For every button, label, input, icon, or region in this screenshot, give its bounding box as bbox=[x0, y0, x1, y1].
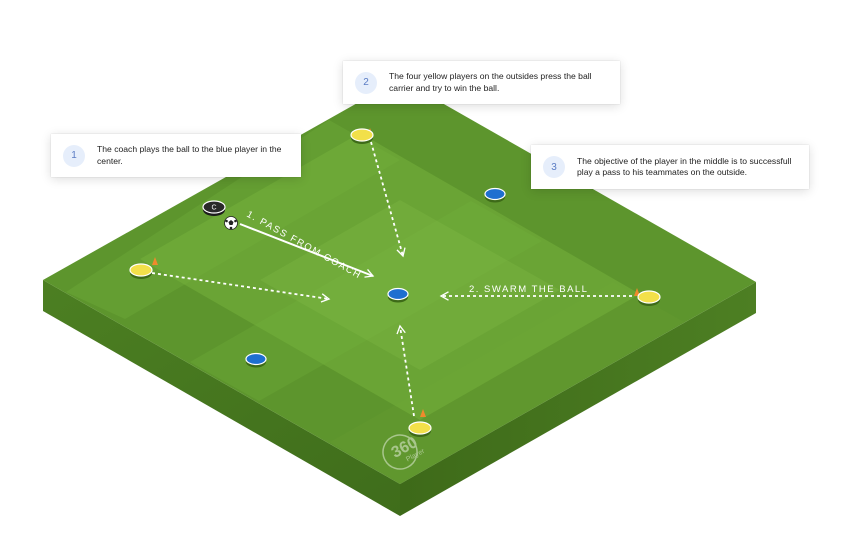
swarm-label: 2. SWARM THE BALL bbox=[469, 284, 588, 295]
yellow-player-top bbox=[350, 128, 374, 144]
press-arrow-top bbox=[370, 141, 406, 258]
blue-player-top-right bbox=[484, 187, 506, 203]
cone bbox=[634, 288, 640, 296]
soccer-ball-icon bbox=[224, 216, 238, 230]
blue-player-center bbox=[387, 287, 409, 303]
coach-marker: C bbox=[202, 200, 226, 216]
inner-grid bbox=[140, 133, 640, 420]
cone bbox=[420, 409, 426, 417]
callout-step-1: 1 The coach plays the ball to the blue p… bbox=[51, 134, 301, 177]
field-left-side bbox=[43, 280, 400, 516]
cone bbox=[152, 257, 158, 265]
step-description: The coach plays the ball to the blue pla… bbox=[97, 144, 282, 166]
step-number-badge: 3 bbox=[543, 156, 565, 178]
field-right-side bbox=[400, 282, 756, 516]
callout-step-3: 3 The objective of the player in the mid… bbox=[531, 145, 809, 189]
pass-arrow bbox=[239, 223, 375, 278]
step-number-badge: 1 bbox=[63, 144, 85, 167]
yellow-player-bottom bbox=[408, 421, 432, 437]
blue-player-bottom-left bbox=[245, 352, 267, 368]
callout-step-2: 2 The four yellow players on the outside… bbox=[343, 61, 620, 104]
yellow-player-left bbox=[129, 263, 153, 279]
step-description: The objective of the player in the middl… bbox=[577, 155, 792, 178]
step-description: The four yellow players on the outsides … bbox=[389, 71, 592, 93]
yellow-player-right bbox=[637, 290, 661, 306]
inner-grid-highlight bbox=[260, 200, 560, 370]
step-number-badge: 2 bbox=[355, 71, 377, 94]
svg-text:C: C bbox=[211, 205, 216, 212]
